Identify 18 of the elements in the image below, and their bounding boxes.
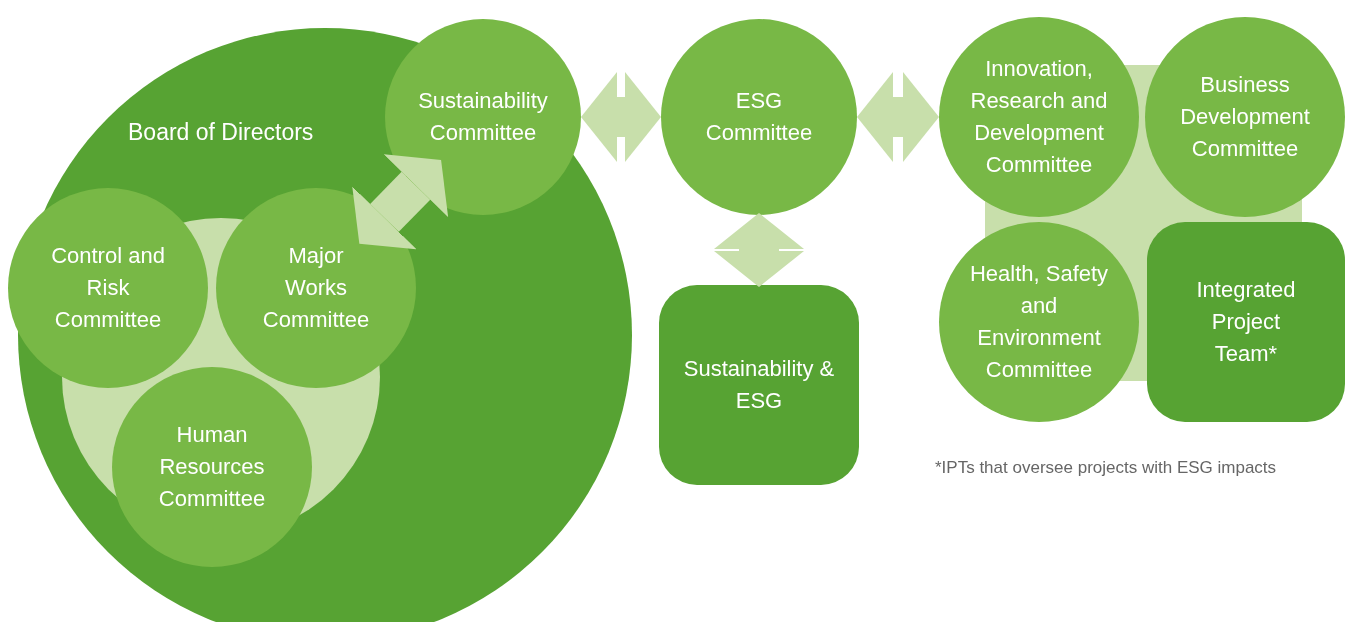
committee-label: ESG Committee: [704, 87, 814, 147]
committee-label: Sustainability & ESG: [683, 355, 835, 415]
board-title: Board of Directors: [128, 118, 314, 147]
double-arrow: [581, 72, 661, 162]
committee-label: Integrated Project Team*: [1195, 276, 1297, 368]
rounded-box: [1147, 222, 1345, 422]
footnote: *IPTs that oversee projects with ESG impacts: [935, 458, 1277, 478]
committee-label: Sustainability Committee: [417, 87, 549, 147]
committee-label: Major Works Committee: [261, 242, 371, 334]
double-arrow: [857, 72, 939, 162]
committee-label: Human Resources Committee: [157, 421, 267, 513]
committee-label: Business Development Committee: [1179, 71, 1311, 163]
committee-label: Control and Risk Committee: [50, 242, 166, 334]
committee-label: Innovation, Research and Development Committee: [969, 55, 1109, 179]
double-arrow: [714, 213, 804, 287]
committee-label: Health, Safety and Environment Committee: [968, 260, 1110, 384]
double-arrow: [352, 154, 449, 250]
rounded-box: [659, 285, 859, 485]
